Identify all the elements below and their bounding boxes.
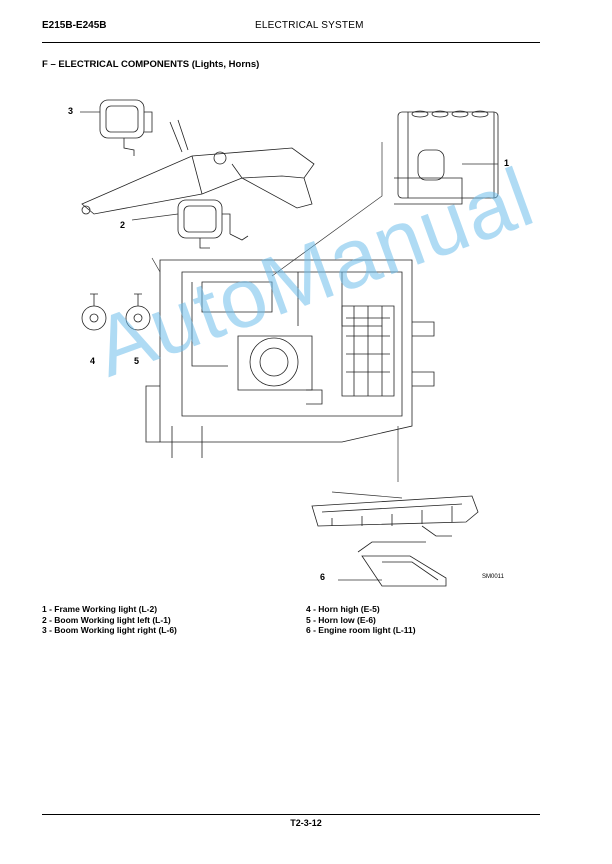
components-figure: 3 2 1 4 5 6 SM0011 [42,86,552,596]
legend-right: 4 - Horn high (E-5) 5 - Horn low (E-6) 6… [306,604,416,636]
horn-5-drawing [125,293,151,331]
legend-item: 5 - Horn low (E-6) [306,614,376,625]
engine-room-panel-drawing [394,110,499,205]
callout-4: 4 [90,356,96,366]
callout-3: 3 [68,106,74,116]
engine-room-light-6-drawing [357,541,447,587]
legend-left: 1 - Frame Working light (L-2) 2 - Boom W… [42,604,177,636]
horn-4-drawing [81,293,107,331]
work-light-2-drawing [177,199,249,249]
model-number: E215B-E245B [42,20,107,31]
legend-item: 6 - Engine room light (L-11) [306,625,416,635]
legend-item: 1 - Frame Working light (L-2) [42,604,158,614]
boom-drawing [81,119,315,215]
callout-6: 6 [320,572,326,582]
callout-2: 2 [120,220,126,230]
components-illustration [80,99,499,587]
header-rule [42,42,540,43]
legend-item: 3 - Boom Working light right (L-6) [42,625,177,635]
figure-code: SM0011 [482,574,504,580]
legend-item: 4 - Horn high (E-5) [306,604,380,614]
legend-item: 2 - Boom Working light left (L-1) [42,614,171,625]
header-title: ELECTRICAL SYSTEM [255,20,364,31]
engine-room-assembly-drawing [311,495,479,537]
callout-1: 1 [504,158,510,168]
main-frame-drawing [145,259,435,458]
callout-5: 5 [134,356,140,366]
page-number: T2-3-12 [290,818,322,828]
page-header: E215B-E245B ELECTRICAL SYSTEM [42,20,538,40]
work-light-3-drawing [99,99,153,156]
section-title: F – ELECTRICAL COMPONENTS (Lights, Horns… [42,59,260,70]
footer-rule [42,814,540,815]
